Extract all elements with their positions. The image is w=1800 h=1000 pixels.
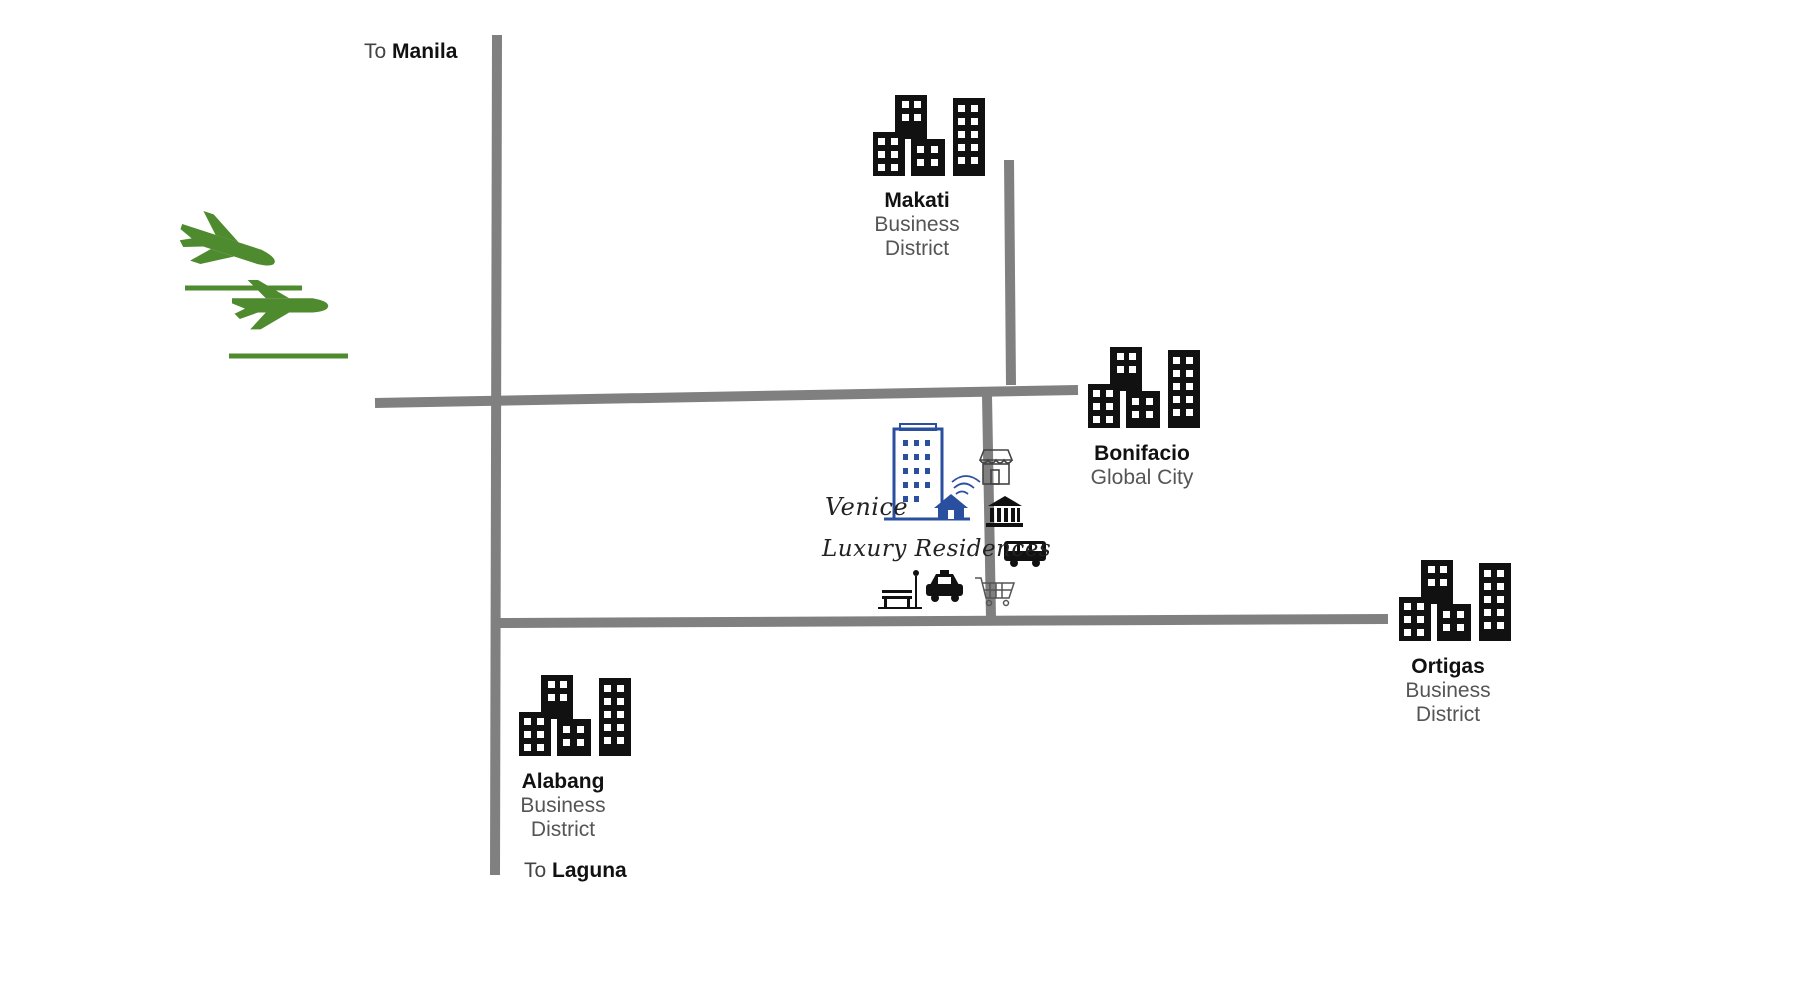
bonifacio-name: Bonifacio — [1094, 442, 1190, 465]
road-bgc-spur — [982, 394, 996, 619]
park-bench-icon — [878, 570, 922, 609]
direction-south-label: To Laguna — [524, 859, 627, 883]
direction-north-prefix: To — [364, 40, 387, 63]
bank-icon — [986, 496, 1023, 527]
direction-north-place: Manila — [392, 40, 458, 63]
ortigas-line2: District — [1415, 703, 1481, 726]
makati-line1: Business — [874, 213, 960, 236]
alabang-label: Alabang Business District — [503, 770, 623, 842]
alabang-line2: District — [530, 818, 596, 841]
store-icon — [978, 449, 1014, 485]
property-name-line1: Venice — [825, 493, 909, 521]
direction-north-label: To Manila — [364, 40, 457, 64]
bonifacio-line1: Global City — [1090, 466, 1194, 489]
road-east-west-upper — [374, 385, 1079, 408]
road-north-south-west — [490, 34, 502, 876]
road-east-west-lower — [499, 614, 1389, 628]
ortigas-buildings-icon — [1399, 560, 1511, 641]
bonifacio-label: Bonifacio Global City — [1072, 442, 1212, 490]
ortigas-name: Ortigas — [1411, 655, 1485, 678]
alabang-line1: Business — [520, 794, 606, 817]
property-name-line2: Luxury Residences — [822, 536, 1052, 562]
residential-tower-icon — [884, 423, 981, 521]
direction-south-prefix: To — [524, 859, 547, 882]
ortigas-line1: Business — [1405, 679, 1491, 702]
bus-icon — [1004, 541, 1046, 567]
taxi-icon — [926, 570, 963, 602]
alabang-name: Alabang — [521, 770, 605, 793]
direction-south-place: Laguna — [552, 859, 627, 882]
airplane-icon — [172, 206, 348, 359]
shopping-cart-icon — [975, 577, 1016, 607]
makati-name: Makati — [884, 189, 950, 212]
alabang-buildings-icon — [519, 675, 631, 756]
makati-buildings-icon — [873, 95, 985, 176]
road-makati-spur — [1004, 159, 1016, 386]
ortigas-label: Ortigas Business District — [1388, 655, 1508, 727]
makati-label: Makati Business District — [857, 189, 977, 261]
roads — [374, 34, 1389, 876]
bonifacio-buildings-icon — [1088, 347, 1200, 428]
makati-line2: District — [884, 237, 950, 260]
